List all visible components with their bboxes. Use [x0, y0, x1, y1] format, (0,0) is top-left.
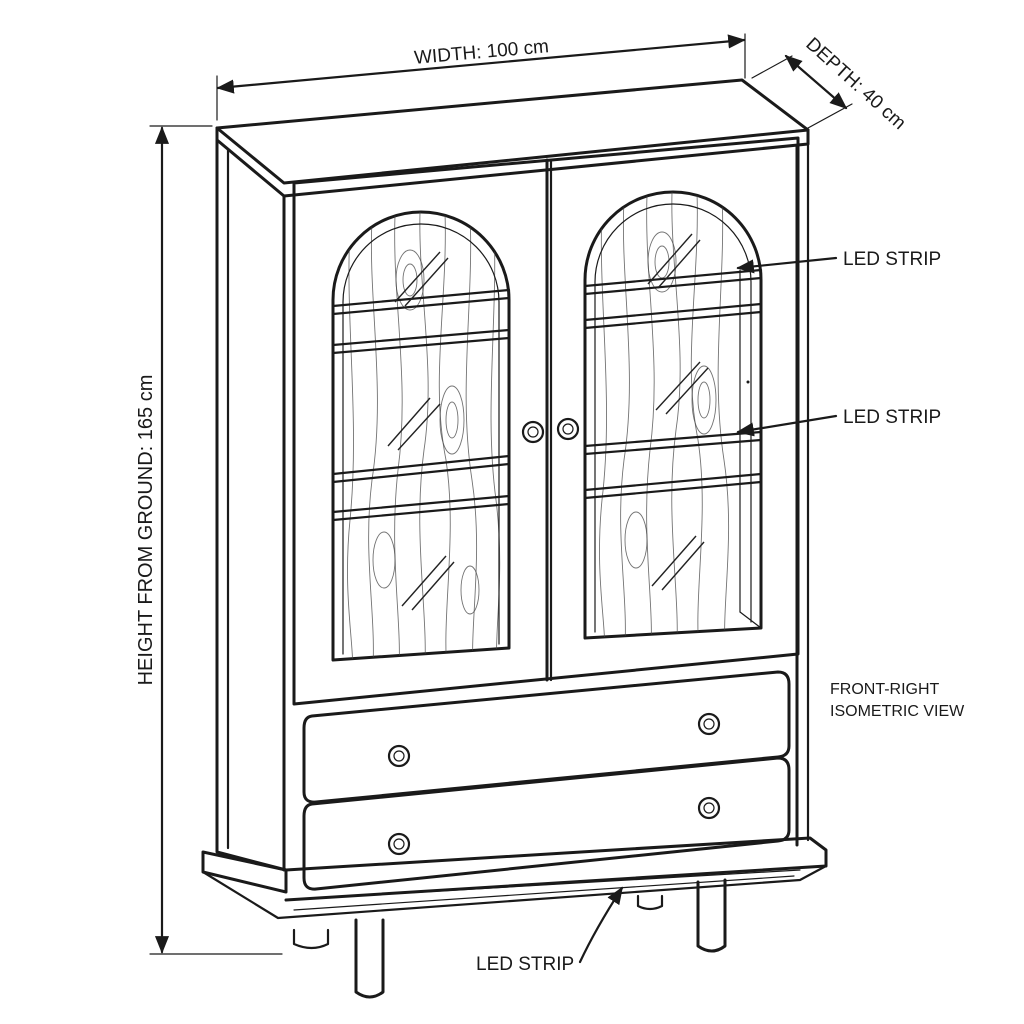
- height-dimension: [149, 125, 283, 955]
- lower-drawer[interactable]: [302, 756, 791, 891]
- right-wood-grain: [599, 192, 730, 638]
- depth-dimension: [751, 54, 853, 129]
- left-glass-door[interactable]: [331, 210, 511, 680]
- right-glass-door[interactable]: [583, 190, 763, 660]
- view-label-line1: FRONT-RIGHT: [830, 681, 940, 698]
- led-strip-upper-label: LED STRIP: [843, 249, 941, 270]
- led-strip-base-callout: [578, 886, 624, 964]
- cabinet-legs: [292, 878, 727, 999]
- height-label: HEIGHT FROM GROUND: 165 cm: [135, 375, 157, 686]
- led-strip-upper-callout: [736, 256, 838, 274]
- led-strip-middle-label: LED STRIP: [843, 407, 941, 428]
- upper-drawer[interactable]: [302, 670, 791, 804]
- upper-drawer-left-knob[interactable]: [387, 744, 411, 768]
- left-door-knob[interactable]: [521, 420, 545, 444]
- right-door-knob[interactable]: [556, 417, 580, 441]
- plinth-base: [201, 836, 828, 920]
- cabinet-body: [215, 78, 810, 872]
- right-glass-reflections: [647, 233, 709, 591]
- view-label-line2: ISOMETRIC VIEW: [830, 703, 965, 720]
- lower-drawer-right-knob[interactable]: [697, 796, 721, 820]
- upper-drawer-right-knob[interactable]: [697, 712, 721, 736]
- width-dimension: [216, 33, 746, 121]
- lower-drawer-left-knob[interactable]: [387, 832, 411, 856]
- led-strip-base-label: LED STRIP: [476, 954, 574, 975]
- left-glass-reflections: [387, 251, 455, 611]
- led-strip-middle-callout: [736, 414, 838, 437]
- left-wood-grain: [347, 212, 501, 660]
